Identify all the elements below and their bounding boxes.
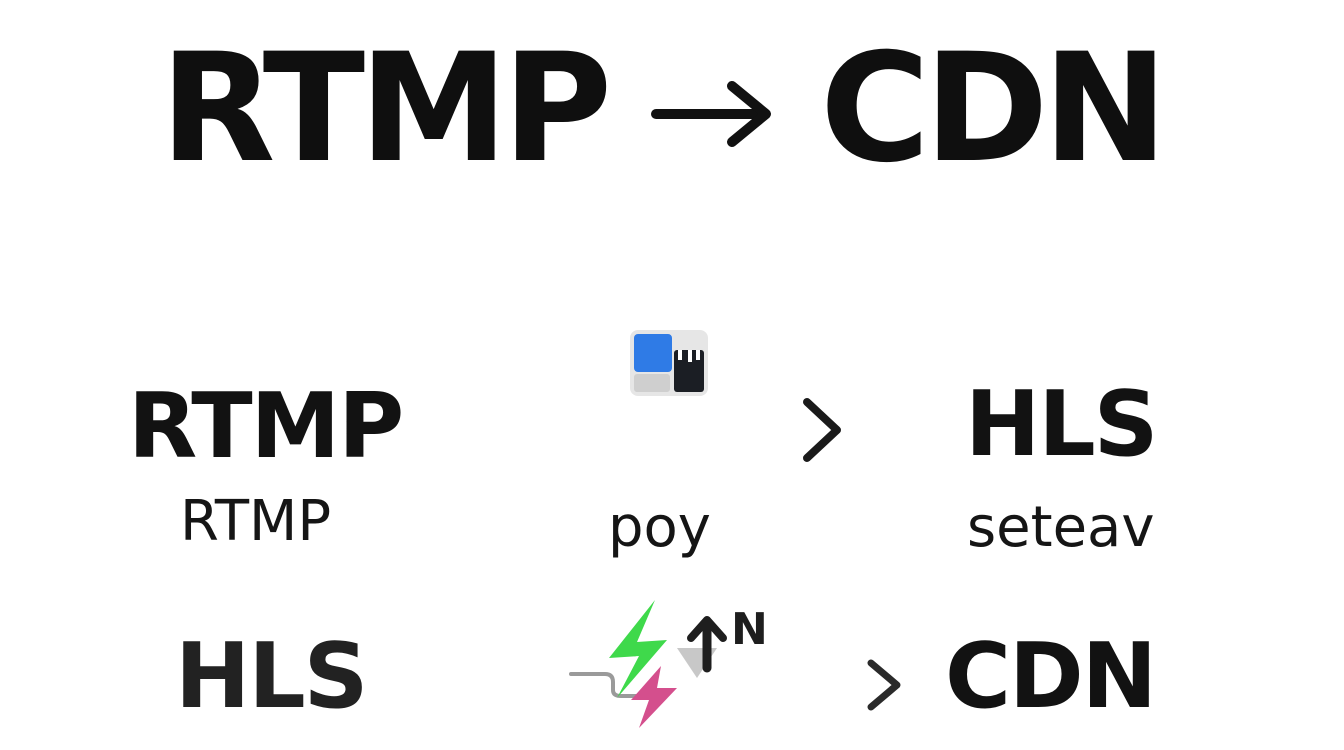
title-arrow-icon — [651, 81, 771, 147]
split-tile-icon — [630, 330, 708, 396]
title-rtmp: RTMP — [160, 22, 612, 196]
source-sublabel: RTMP — [180, 489, 332, 554]
middle-label: poy — [608, 495, 711, 560]
source-label: RTMP — [128, 374, 404, 479]
hls-label: HLS — [175, 624, 368, 729]
title-cdn: CDN — [820, 22, 1168, 196]
lightning-arrows-icon: N — [569, 600, 768, 728]
target-label: HLS — [965, 372, 1158, 477]
target-sublabel: seteav — [967, 495, 1155, 560]
cluster-letter: N — [731, 604, 768, 655]
diagram-title: RTMP CDN — [0, 18, 1344, 184]
short-right-arrow-icon — [805, 659, 901, 711]
cdn-label: CDN — [945, 624, 1157, 729]
long-right-arrow-icon — [505, 398, 841, 462]
